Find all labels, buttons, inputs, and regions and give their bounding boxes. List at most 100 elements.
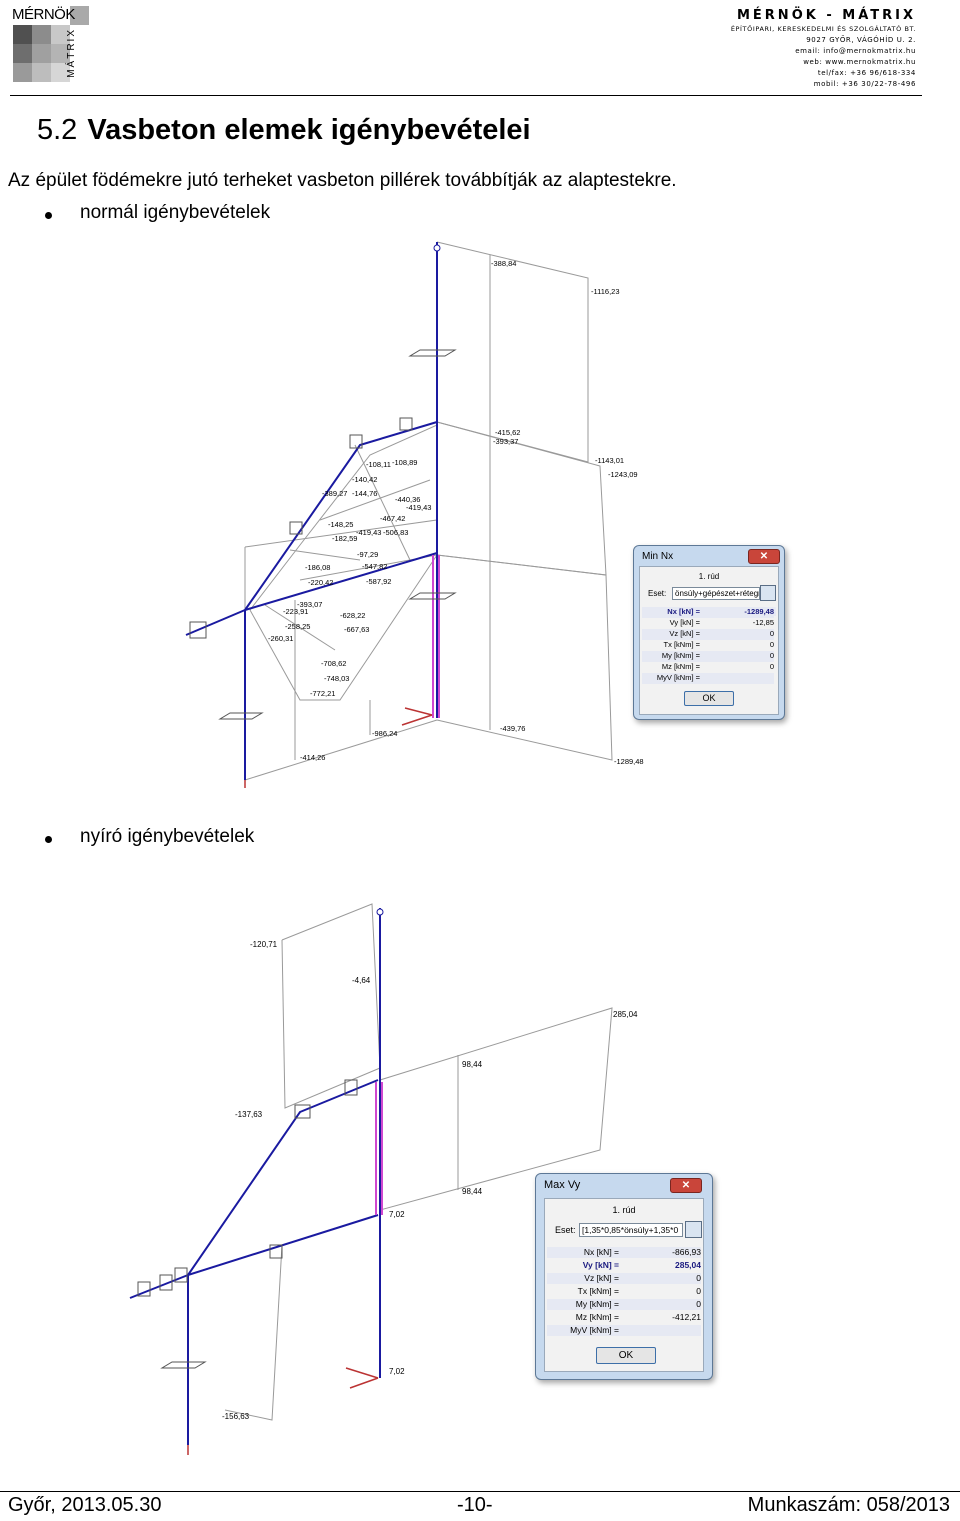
job-number: Munkaszám: 058/2013 xyxy=(747,1494,950,1516)
result-label: MyV [kNm] = xyxy=(656,673,700,682)
company-name: MÉRNÖK - MÁTRIX xyxy=(736,8,916,23)
case-picker-icon[interactable] xyxy=(685,1221,702,1238)
force-value-label: -547,82 xyxy=(362,562,387,571)
dialog-title: Min Nx xyxy=(642,551,674,562)
result-label: Tx [kNm] = xyxy=(577,1286,619,1296)
result-label: Vy [kN] = xyxy=(582,1260,619,1270)
result-row: Vz [kN] =0 xyxy=(642,629,774,640)
force-value-label: -220,42 xyxy=(308,578,333,587)
page-number: -10- xyxy=(457,1494,493,1516)
company-email: email: info@mernokmatrix.hu xyxy=(795,47,916,55)
result-row: Mz [kNm] = 0 xyxy=(642,662,774,673)
result-value: -866,93 xyxy=(672,1247,701,1257)
case-label: Eset: xyxy=(555,1225,576,1235)
result-label: My [kNm] = xyxy=(661,651,700,660)
max-vy-dialog: Max Vy ✕ 1. rúd Eset: [1,35*0,85*önsúly+… xyxy=(535,1173,713,1380)
ok-button[interactable]: OK xyxy=(596,1347,656,1364)
force-value-label: -148,25 xyxy=(328,520,353,529)
result-value: -1289,48 xyxy=(744,607,774,616)
force-value-label: -1116,23 xyxy=(591,287,620,296)
result-value: 0 xyxy=(696,1273,701,1283)
dialog-body: 1. rúd Eset: [1,35*0,85*önsúly+1,35*0 Nx… xyxy=(544,1198,704,1372)
close-icon[interactable]: ✕ xyxy=(748,549,780,564)
result-row: MyV [kNm] = xyxy=(642,673,774,684)
footer-place-date: Győr, 2013.05.30 xyxy=(8,1494,162,1516)
result-label: Vy [kN] = xyxy=(669,618,700,627)
element-name: 1. rúd xyxy=(698,572,720,581)
result-value: 0 xyxy=(769,662,774,671)
force-value-label: -108,89 xyxy=(392,458,417,467)
ok-button[interactable]: OK xyxy=(684,691,734,706)
result-value: -412,21 xyxy=(672,1312,701,1322)
company-line: ÉPÍTŐIPARI, KERESKEDELMI ÉS SZOLGÁLTATÓ … xyxy=(730,25,916,33)
force-value-label: -260,31 xyxy=(268,634,293,643)
result-row: Vz [kN] =0 xyxy=(547,1273,701,1284)
result-value: 0 xyxy=(696,1299,701,1309)
case-field[interactable]: önsúly+gépészet+rétegre xyxy=(672,587,760,600)
result-row: Nx [kN] = -1289,48 xyxy=(642,607,774,618)
force-value-label: -1243,09 xyxy=(608,470,638,479)
shear-force-diagram: -120,71 -4,64 285,04 98,44 -137,63 98,44 7,02 7… xyxy=(129,903,638,1455)
force-value-label: -97,29 xyxy=(357,550,378,559)
force-value-label: -439,76 xyxy=(500,724,525,733)
result-label: My [kNm] = xyxy=(575,1299,619,1309)
force-value-label: -748,03 xyxy=(324,674,349,683)
force-value-label: 285,04 xyxy=(613,1010,638,1019)
force-value-label: -156,63 xyxy=(222,1412,250,1421)
result-value: 0 xyxy=(769,651,774,660)
force-value-label: -144,76 xyxy=(352,489,377,498)
bullet-normal-forces: normál igénybevételek xyxy=(80,202,271,223)
force-value-label: 7,02 xyxy=(389,1210,405,1219)
company-mobile: mobil: +36 30/22-78-496 xyxy=(813,80,916,88)
logo-graphic xyxy=(13,6,89,82)
result-value: 0 xyxy=(696,1286,701,1296)
bullet-dot xyxy=(45,836,52,843)
result-label: Tx [kNm] = xyxy=(663,640,700,649)
bullet-dot xyxy=(45,212,52,219)
case-picker-icon[interactable] xyxy=(760,585,776,601)
result-row: Tx [kNm] = 0 xyxy=(547,1286,701,1297)
company-phone: tel/fax: +36 96/618-334 xyxy=(817,69,916,77)
force-value-label: -1289,48 xyxy=(614,757,644,766)
result-value: 285,04 xyxy=(675,1260,701,1270)
force-value-label: -140,42 xyxy=(352,475,377,484)
force-value-label: -587,92 xyxy=(366,577,391,586)
logo-vertical-text: MÁTRIX xyxy=(66,28,77,78)
force-value-label: -708,62 xyxy=(321,659,346,668)
force-value-label: -4,64 xyxy=(352,976,371,985)
company-web: web: www.mernokmatrix.hu xyxy=(803,58,916,66)
close-icon[interactable]: ✕ xyxy=(670,1178,702,1193)
result-label: Nx [kN] = xyxy=(583,1247,619,1257)
bullet-shear-forces: nyíró igénybevételek xyxy=(80,826,255,847)
force-value-label: -772,21 xyxy=(310,689,335,698)
result-label: Mz [kNm] = xyxy=(575,1312,619,1322)
result-row: My [kNm] = 0 xyxy=(642,651,774,662)
result-value: 0 xyxy=(769,640,774,649)
force-value-label: 98,44 xyxy=(462,1187,483,1196)
force-value-label: -467,42 xyxy=(380,514,405,523)
force-value-label: -393,07 xyxy=(297,600,322,609)
force-value-label: -186,08 xyxy=(305,563,330,572)
force-value-label: -137,63 xyxy=(235,1110,263,1119)
result-label: Nx [kN] = xyxy=(667,607,700,616)
force-value-label: -108,11 xyxy=(366,460,391,469)
logo-text: MÉRNÖK xyxy=(12,6,75,23)
result-label: Mz [kNm] = xyxy=(661,662,700,671)
force-value-label: -628,22 xyxy=(340,611,365,620)
element-name: 1. rúd xyxy=(612,1205,636,1215)
result-value: 0 xyxy=(769,629,774,638)
force-value-label: 7,02 xyxy=(389,1367,405,1376)
footer-divider xyxy=(0,1491,960,1492)
result-label: MyV [kNm] = xyxy=(570,1325,619,1335)
result-row: Tx [kNm] = 0 xyxy=(642,640,774,651)
header-divider xyxy=(10,95,922,96)
result-row: Vy [kN] = 285,04 xyxy=(547,1260,701,1271)
dialog-title: Max Vy xyxy=(544,1179,581,1191)
intro-paragraph: Az épület födémekre jutó terheket vasbet… xyxy=(8,170,677,191)
company-address: 9027 GYŐR, VÁGÓHÍD U. 2. xyxy=(806,36,916,44)
dialog-body: 1. rúd Eset: önsúly+gépészet+rétegre Nx … xyxy=(639,566,779,715)
case-field[interactable]: [1,35*0,85*önsúly+1,35*0 xyxy=(579,1223,683,1237)
force-value-label: -393,37 xyxy=(493,437,518,446)
force-value-label: -120,71 xyxy=(250,940,278,949)
force-value-label: 98,44 xyxy=(462,1060,483,1069)
